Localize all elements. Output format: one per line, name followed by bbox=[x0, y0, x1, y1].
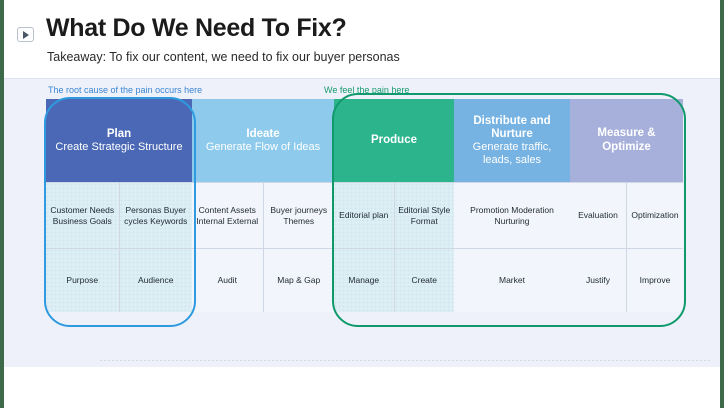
matrix-cell[interactable]: Audience bbox=[119, 248, 192, 312]
matrix-cell[interactable]: Personas Buyer cycles Keywords bbox=[119, 182, 192, 248]
matrix-cell[interactable]: Improve bbox=[627, 248, 683, 312]
matrix-group-title-measure: Measure & Optimize bbox=[597, 127, 656, 153]
matrix-group-title-distribute: Distribute and Nurture bbox=[473, 114, 551, 140]
matrix-group-subtitle-plan: Create Strategic Structure bbox=[55, 140, 183, 153]
matrix-group-subtitle-ideate: Generate Flow of Ideas bbox=[205, 140, 321, 153]
slide-header: What Do We Need To Fix? Takeaway: To fix… bbox=[0, 0, 724, 78]
slide-left-border bbox=[0, 0, 4, 408]
matrix-group-title-produce: Produce bbox=[370, 133, 417, 146]
diagram-canvas: The root cause of the pain occurs here W… bbox=[4, 78, 720, 367]
slide-right-border bbox=[720, 0, 724, 408]
matrix-cell[interactable]: Manage bbox=[334, 248, 394, 312]
matrix-cell[interactable]: Buyer journeys Themes bbox=[263, 182, 334, 248]
page-title: What Do We Need To Fix? bbox=[46, 14, 347, 42]
annotation-pain-felt: We feel the pain here bbox=[324, 85, 410, 95]
matrix-cell[interactable]: Customer Needs Business Goals bbox=[46, 182, 119, 248]
matrix-cell[interactable]: Purpose bbox=[46, 248, 119, 312]
matrix-cell[interactable]: Evaluation bbox=[570, 182, 626, 248]
matrix-cell[interactable]: Editorial Style Format bbox=[394, 182, 454, 248]
matrix-cell[interactable]: Create bbox=[394, 248, 454, 312]
matrix-cell[interactable]: Promotion Moderation Nurturing bbox=[454, 182, 570, 248]
matrix-cell[interactable]: Content Assets Internal External bbox=[192, 182, 263, 248]
matrix-group-title-plan: Plan bbox=[106, 127, 132, 140]
matrix-group-subtitle-distribute: Generate traffic, leads, sales bbox=[472, 141, 552, 166]
matrix-cell[interactable]: Market bbox=[454, 248, 570, 312]
annotation-root-cause: The root cause of the pain occurs here bbox=[48, 85, 203, 95]
matrix-cell[interactable]: Map & Gap bbox=[263, 248, 334, 312]
slide-play-icon[interactable] bbox=[17, 27, 34, 42]
matrix-cell[interactable]: Editorial plan bbox=[334, 182, 394, 248]
matrix-cell[interactable]: Optimization bbox=[627, 182, 683, 248]
matrix-group-header-produce[interactable]: Produce bbox=[334, 99, 454, 182]
matrix-group-title-ideate: Ideate bbox=[246, 127, 280, 140]
page-subtitle: Takeaway: To fix our content, we need to… bbox=[47, 50, 400, 64]
matrix-group-header-measure[interactable]: Measure & Optimize bbox=[570, 99, 683, 182]
matrix-cell[interactable]: Justify bbox=[570, 248, 626, 312]
matrix-cell[interactable]: Audit bbox=[192, 248, 263, 312]
